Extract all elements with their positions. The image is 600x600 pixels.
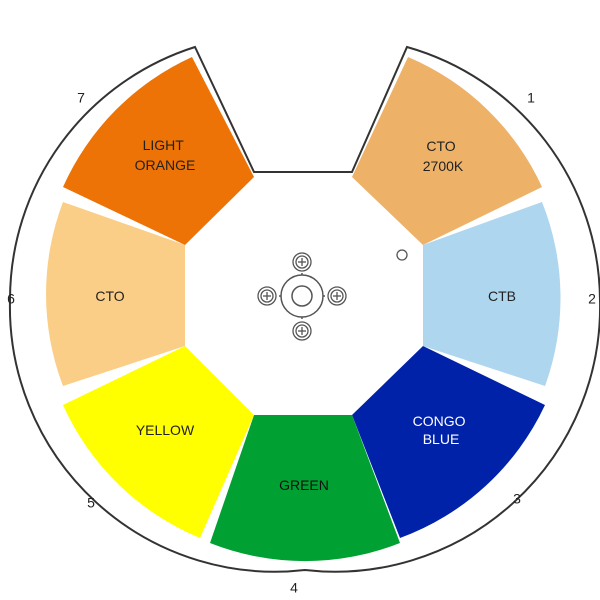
slot-number-4: 4 <box>290 580 298 596</box>
hub-ring-inner <box>291 285 313 307</box>
screw-left-icon <box>257 286 277 306</box>
center-hub <box>279 273 325 319</box>
filter-segment-7 <box>63 57 254 245</box>
filter-label-1-line-1: CTO <box>426 138 455 154</box>
filter-label-2: CTB <box>488 288 516 304</box>
filter-label-7: LIGHT ORANGE <box>135 137 196 173</box>
filter-label-3-line-1: CONGO <box>413 413 466 429</box>
filter-label-1-line-2: 2700K <box>423 158 464 174</box>
slot-number-6: 6 <box>7 291 15 307</box>
screw-top-icon <box>292 252 312 272</box>
filter-segment-4 <box>210 415 400 562</box>
filter-segment-2 <box>423 202 561 386</box>
screw-right-icon <box>327 286 347 306</box>
slot-number-7: 7 <box>77 90 85 106</box>
filter-label-3-line-2: BLUE <box>423 431 460 447</box>
filter-label-5-line-1: YELLOW <box>136 422 195 438</box>
filter-label-2-line-1: CTB <box>488 288 516 304</box>
filter-label-4: GREEN <box>279 477 329 493</box>
filter-segment-1 <box>352 57 542 245</box>
slot-number-5: 5 <box>87 495 95 511</box>
filter-label-4-line-1: GREEN <box>279 477 329 493</box>
filter-label-6-line-1: CTO <box>95 288 124 304</box>
screw-bottom-icon <box>292 321 312 341</box>
filter-segment-5 <box>63 346 254 538</box>
filter-segment-3 <box>352 346 545 538</box>
filter-label-3: CONGO BLUE <box>413 413 470 447</box>
filter-label-7-line-2: ORANGE <box>135 157 196 173</box>
filter-segment-6 <box>46 202 185 386</box>
filter-label-7-line-1: LIGHT <box>143 137 185 153</box>
filter-label-5: YELLOW <box>136 422 195 438</box>
index-hole <box>396 249 408 261</box>
mounting-screws <box>257 252 347 341</box>
filter-label-6: CTO <box>95 288 124 304</box>
slot-number-3: 3 <box>513 491 521 507</box>
filter-label-1: CTO 2700K <box>423 138 464 174</box>
slot-number-1: 1 <box>527 90 535 106</box>
slot-number-2: 2 <box>588 291 596 307</box>
